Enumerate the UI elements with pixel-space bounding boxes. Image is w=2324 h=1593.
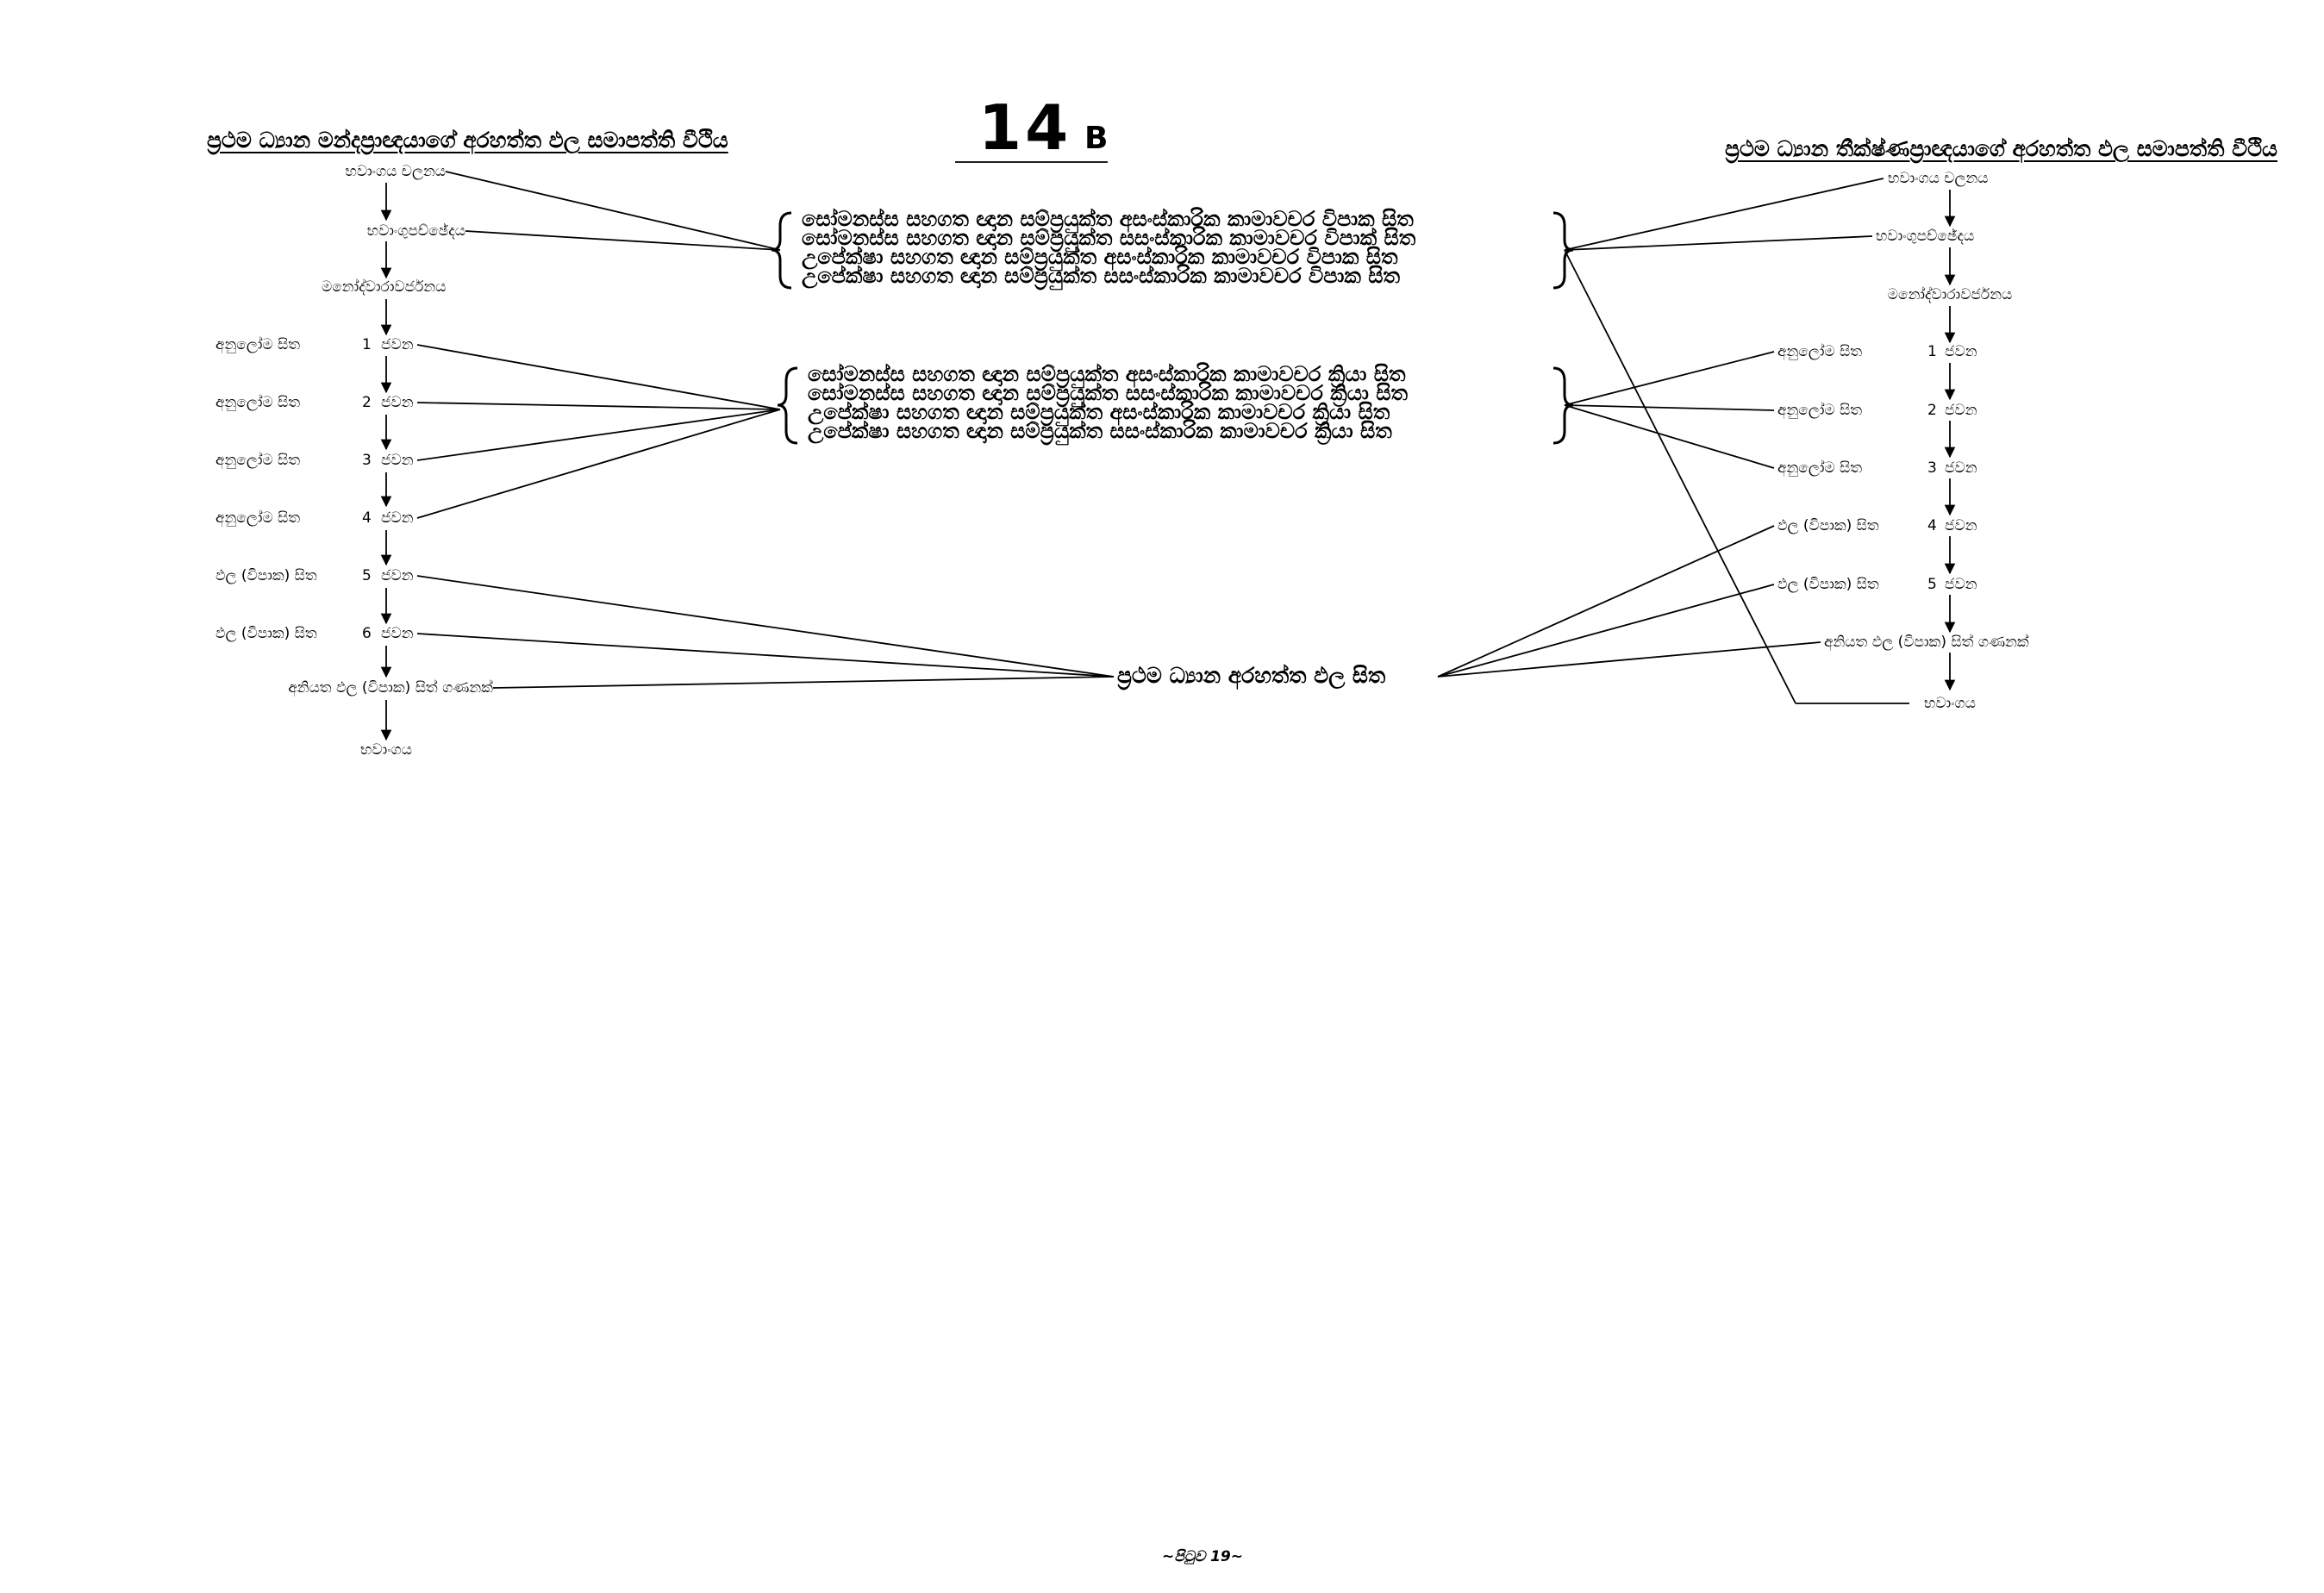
right-row-4-prefix: ඵල (විපාක) සිත — [1777, 517, 1879, 534]
left-row-3-javana: ජවන — [381, 452, 414, 469]
connector-line — [1564, 351, 1775, 406]
right-row-3-num: 3 — [1927, 459, 1937, 477]
page-footer: ~පිටුව 19~ — [1161, 1548, 1244, 1565]
left-brace-vipaka — [771, 211, 792, 290]
kriya-line: උපේක්ෂා සහගත ඥාන සම්ප්‍රයුක්ත අසංස්කාරික… — [808, 400, 1390, 424]
left-bhavangupaccheda: භවාංගුපච්ඡේදය — [366, 222, 465, 240]
connector-line — [1564, 404, 1775, 469]
connector-line — [1564, 404, 1775, 411]
right-bhavangupaccheda: භවාංගුපච්ඡේදය — [1876, 228, 1975, 245]
connector-line — [416, 575, 1115, 678]
left-row-6-javana: ජවන — [381, 625, 414, 642]
vipaka-group: සෝමනස්ස සහගත ඥාන සම්ප්‍රයුක්ත අසංස්කාරික… — [802, 207, 1416, 288]
right-row-4-num: 4 — [1927, 517, 1937, 534]
left-row-3-prefix: අනුලෝම සිත — [216, 452, 301, 469]
page-suffix: B — [1084, 121, 1109, 156]
right-row-1-prefix: අනුලෝම සිත — [1777, 343, 1863, 360]
connector-line — [1437, 525, 1775, 678]
right-row-1-javana: ජවන — [1945, 343, 1977, 360]
vipaka-line: උපේක්ෂා සහගත ඥාන සම්ප්‍රයුක්ත සසංස්කාරික… — [802, 264, 1400, 288]
connector-line — [416, 344, 781, 410]
right-title: ප්‍රථම ධ්‍යාන තීක්ෂ්ණප්‍රාඥයාගේ අරහත්ත ඵ… — [1725, 136, 2277, 161]
connector-line — [1437, 584, 1775, 678]
kriya-group: සෝමනස්ස සහගත ඥාන සම්ප්‍රයුක්ත අසංස්කාරික… — [808, 362, 1408, 443]
right-bhavanga-calana: භවාංගය චලනය — [1888, 170, 1989, 187]
connector-line — [1564, 249, 1796, 704]
left-brace-kriya — [777, 366, 798, 445]
left-manodvaravajjana: මනෝද්වාරාවර්ජනය — [322, 278, 447, 296]
right-row-2-javana: ජවන — [1945, 402, 1977, 419]
left-row-2-javana: ජවන — [381, 394, 414, 411]
connector-line — [416, 409, 781, 519]
left-row-1-javana: ජවන — [381, 336, 414, 353]
connector-line — [416, 402, 781, 410]
connector-line — [492, 676, 1115, 689]
right-row-5-num: 5 — [1927, 576, 1937, 593]
kriya-line: උපේක්ෂා සහගත ඥාන සම්ප්‍රයුක්ත සසංස්කාරික… — [808, 419, 1392, 443]
right-row-4-javana: ජවන — [1945, 517, 1977, 534]
kriya-line: සෝමනස්ස සහගත ඥාන සම්ප්‍රයුක්ත සසංස්කාරික… — [808, 381, 1408, 405]
connector-line — [1437, 641, 1821, 678]
right-row-5-javana: ජවන — [1945, 576, 1977, 593]
left-row-5-prefix: ඵල (විපාක) සිත — [216, 567, 317, 584]
right-row-1-num: 1 — [1927, 343, 1937, 360]
connector-line — [445, 171, 781, 251]
right-bhavanga: භවාංගය — [1924, 695, 1976, 712]
right-brace-kriya — [1552, 366, 1574, 445]
left-row-4-javana: ජවන — [381, 509, 414, 527]
left-row-5-num: 5 — [362, 567, 372, 584]
right-row-2-num: 2 — [1927, 402, 1937, 419]
left-row-6-num: 6 — [362, 625, 372, 642]
left-aniyata: අනියත ඵල (විපාක) සිත් ගණනක් — [288, 679, 493, 697]
left-row-1-num: 1 — [362, 336, 372, 353]
page-number: 14 — [978, 91, 1072, 164]
left-bhavanga-calana: භවාංගය චලනය — [345, 163, 446, 180]
left-row-4-num: 4 — [362, 509, 372, 527]
connector-line — [1564, 178, 1884, 251]
connector-line — [416, 633, 1115, 678]
left-row-2-prefix: අනුලෝම සිත — [216, 394, 301, 411]
vipaka-line: සෝමනස්ස සහගත ඥාන සම්ප්‍රයුක්ත සසංස්කාරික… — [802, 226, 1416, 250]
right-row-2-prefix: අනුලෝම සිත — [1777, 402, 1863, 419]
right-row-3-javana: ජවන — [1945, 459, 1977, 477]
connector-line — [1564, 235, 1873, 251]
vipaka-line: උපේක්ෂා සහගත ඥාන සම්ප්‍රයුක්ත අසංස්කාරික… — [802, 245, 1398, 269]
left-row-4-prefix: අනුලෝම සිත — [216, 509, 301, 527]
right-manodvaravajjana: මනෝද්වාරාවර්ජනය — [1887, 286, 2013, 303]
left-bhavanga: භවාංගය — [360, 741, 412, 759]
connector-line — [416, 409, 781, 461]
left-row-2-num: 2 — [362, 394, 372, 411]
left-row-6-prefix: ඵල (විපාක) සිත — [216, 625, 317, 642]
right-aniyata: අනියත ඵල (විපාක) සිත් ගණනක් — [1824, 634, 2029, 651]
left-row-5-javana: ජවන — [381, 567, 414, 584]
left-row-1-prefix: අනුලෝම සිත — [216, 336, 301, 353]
right-row-3-prefix: අනුලෝම සිත — [1777, 459, 1863, 477]
kriya-line: සෝමනස්ස සහගත ඥාන සම්ප්‍රයුක්ත අසංස්කාරික… — [808, 362, 1406, 386]
left-row-3-num: 3 — [362, 452, 372, 469]
center-phala-label: ප්‍රථම ධ්‍යාන අරහත්ත ඵල සිත — [1117, 663, 1386, 688]
right-brace-vipaka — [1552, 211, 1574, 290]
connector-line — [465, 230, 781, 251]
vipaka-line: සෝමනස්ස සහගත ඥාන සම්ප්‍රයුක්ත අසංස්කාරික… — [802, 207, 1414, 231]
left-title: ප්‍රථම ධ්‍යාන මන්දප්‍රාඥයාගේ අරහත්ත ඵල ස… — [207, 128, 728, 153]
right-row-5-prefix: ඵල (විපාක) සිත — [1777, 576, 1879, 593]
